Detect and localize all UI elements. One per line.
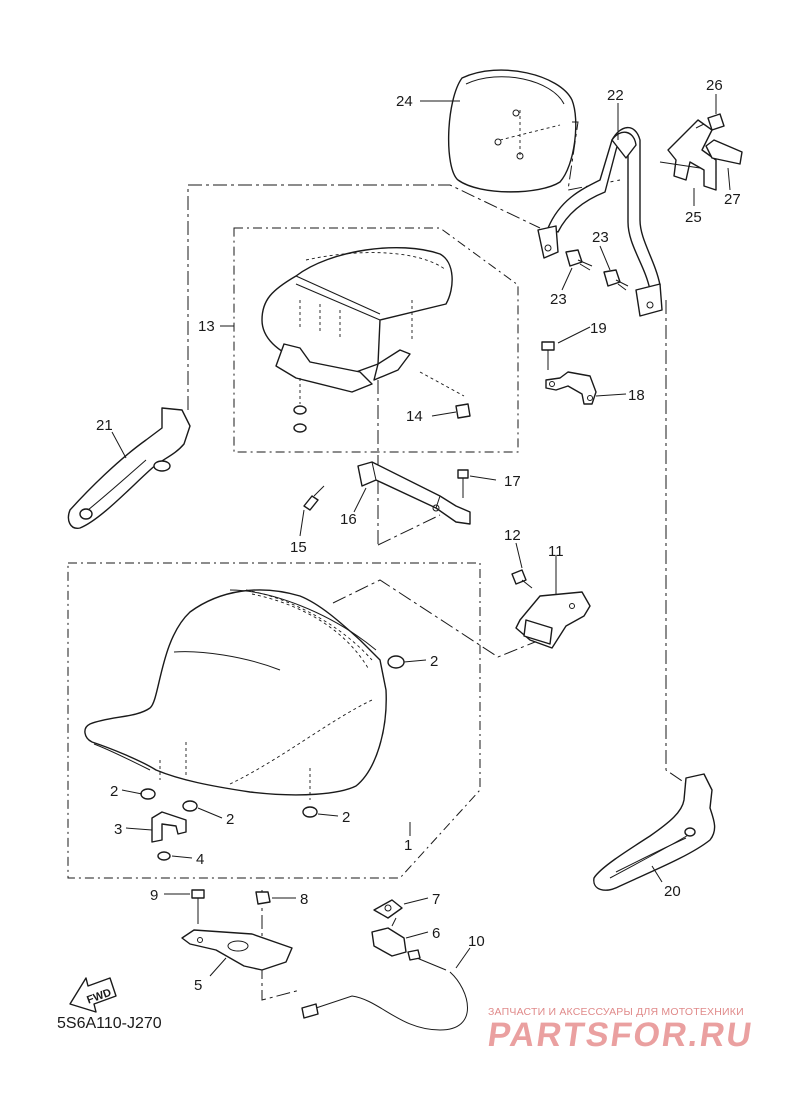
bolt-26 (695, 113, 725, 131)
assembly-line-seat-lock (261, 890, 301, 1001)
callout-3: 3 (114, 821, 122, 838)
cable-10 (301, 949, 468, 1031)
diagram-code: 5S6A110-J270 (57, 1015, 162, 1032)
leader-lines (111, 94, 731, 977)
callout-20: 20 (664, 883, 681, 900)
callout-22: 22 (607, 87, 624, 104)
rider-seat (84, 589, 387, 800)
rubber-27 (705, 139, 743, 165)
callout-13: 13 (198, 318, 215, 335)
bolt-9 (191, 889, 205, 924)
bolt-17 (457, 469, 469, 498)
callout-4: 4 (196, 851, 204, 868)
callout-21: 21 (96, 417, 113, 434)
callout-26: 26 (706, 77, 723, 94)
bracket-7 (373, 899, 403, 919)
callout-11: 11 (548, 543, 564, 560)
callout-27: 27 (724, 191, 741, 208)
assembly-line-bracket (332, 579, 541, 658)
bolt-19 (541, 341, 555, 370)
nut-2-left (140, 788, 156, 800)
callout-23-lower: 23 (550, 291, 567, 308)
backrest-frame (537, 126, 663, 317)
callout-2-mid: 2 (226, 811, 234, 828)
plate-5 (181, 929, 293, 971)
rider-seat-group-box (67, 562, 481, 879)
callout-23-upper: 23 (592, 229, 609, 246)
watermark: ЗАПЧАСТИ И АКСЕССУАРЫ ДЛЯ МОТОТЕХНИКИ PA… (485, 1006, 788, 1055)
backrest-pad (447, 69, 621, 193)
passenger-seat (261, 246, 453, 393)
bolt-23-left (565, 249, 593, 271)
bracket-16 (357, 461, 471, 525)
callout-7: 7 (432, 891, 440, 908)
callout-12: 12 (504, 527, 521, 544)
bracket-3 (151, 811, 187, 843)
fwd-arrow-icon: FWD (69, 977, 117, 1013)
nut-passenger-seat (293, 378, 307, 433)
bolt-15 (303, 485, 325, 511)
callout-9: 9 (150, 887, 158, 904)
grab-rail-left (67, 407, 191, 529)
grab-rail-right (593, 773, 716, 891)
bolt-12 (511, 569, 533, 589)
nut-14 (419, 371, 471, 419)
assembly-line-right (665, 300, 689, 786)
bolt-23-right (603, 269, 629, 291)
bracket-18 (545, 371, 597, 405)
assembly-line-center (377, 380, 441, 546)
callout-24: 24 (396, 93, 413, 110)
watermark-brand: PARTSFOR.RU (485, 1016, 756, 1054)
callout-10: 10 (468, 933, 485, 950)
nut-8 (255, 891, 271, 905)
bracket-11 (515, 591, 591, 649)
assembly-line-left (187, 184, 541, 410)
callout-17: 17 (504, 473, 521, 490)
callout-19: 19 (590, 320, 607, 337)
bracket-25 (659, 119, 717, 191)
callout-16: 16 (340, 511, 357, 528)
callout-2-left: 2 (110, 783, 118, 800)
callout-numbers: 24 22 26 27 25 23 23 13 14 19 18 21 17 1… (96, 77, 741, 994)
nut-4 (157, 851, 171, 861)
nut-2-rear (302, 806, 318, 818)
nut-2-mid (182, 800, 198, 812)
callout-14: 14 (406, 408, 423, 425)
watermark-subtitle: ЗАПЧАСТИ И АКСЕССУАРЫ ДЛЯ МОТОТЕХНИКИ (488, 1006, 744, 1018)
seat-lock-6 (371, 917, 407, 957)
callout-5: 5 (194, 977, 202, 994)
callout-1: 1 (404, 837, 412, 854)
callout-6: 6 (432, 925, 440, 942)
passenger-seat-group-box (233, 227, 519, 453)
callout-15: 15 (290, 539, 307, 556)
callout-2-right: 2 (430, 653, 438, 670)
callout-8: 8 (300, 891, 308, 908)
nut-2-right (387, 655, 405, 669)
callout-25: 25 (685, 209, 702, 226)
callout-2-rear: 2 (342, 809, 350, 826)
callout-18: 18 (628, 387, 645, 404)
